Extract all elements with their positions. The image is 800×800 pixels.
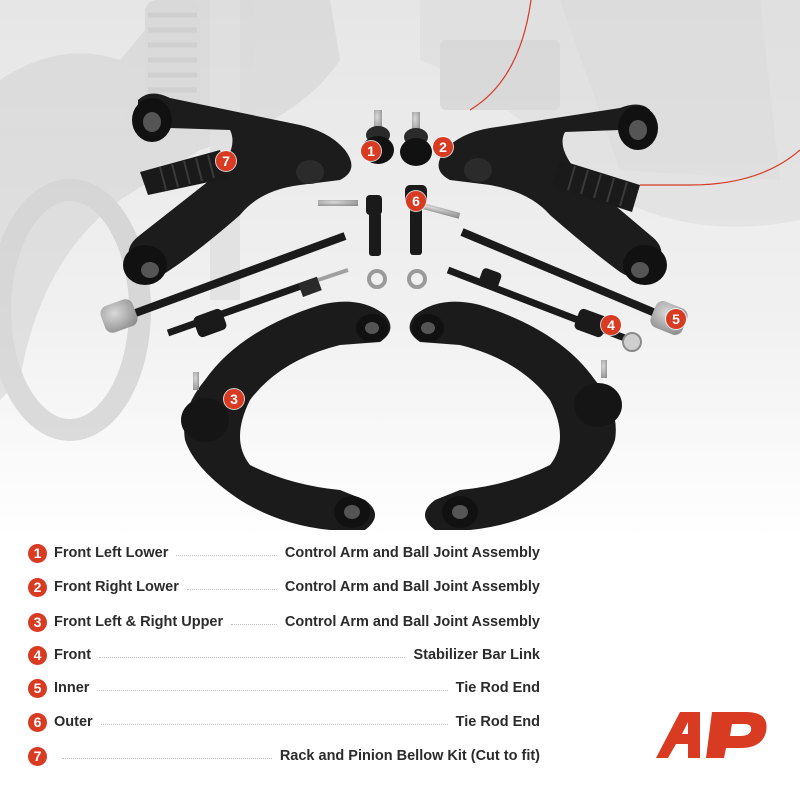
legend-row-5: 5 Inner Tie Rod End <box>28 675 540 701</box>
dotted-leader <box>97 689 448 691</box>
legend-part-name: Control Arm and Ball Joint Assembly <box>284 614 540 630</box>
legend-part-name: Control Arm and Ball Joint Assembly <box>284 579 540 595</box>
washer <box>367 269 387 289</box>
number-badge-icon: 4 <box>28 645 47 665</box>
dotted-leader <box>62 757 272 759</box>
legend-row-7: 7 Rack and Pinion Bellow Kit (Cut to fit… <box>28 743 540 769</box>
legend-position: Front Left Lower <box>54 545 169 561</box>
callout-5: 5 <box>666 309 686 329</box>
outer-tie-rod-end-left <box>318 195 382 256</box>
legend-row-4: 4 Front Stabilizer Bar Link <box>28 642 540 668</box>
legend-row-3: 3 Front Left & Right Upper Control Arm a… <box>28 609 540 635</box>
callout-1: 1 <box>361 141 381 161</box>
dotted-leader <box>186 588 277 590</box>
callout-2: 2 <box>433 137 453 157</box>
legend-position: Inner <box>54 680 90 696</box>
number-badge-icon: 5 <box>28 678 47 698</box>
legend-position: Front Left & Right Upper <box>54 614 224 630</box>
dotted-leader <box>100 723 448 725</box>
washer <box>407 269 427 289</box>
number-badge-icon: 3 <box>28 612 47 632</box>
legend-part-name: Tie Rod End <box>455 680 540 696</box>
legend-row-1: 1 Front Left Lower Control Arm and Ball … <box>28 540 540 566</box>
front-right-lower-control-arm <box>400 104 667 285</box>
number-badge-icon: 7 <box>28 746 47 766</box>
legend-position: Front <box>54 647 92 663</box>
dotted-leader <box>99 656 406 658</box>
number-badge-icon: 2 <box>28 577 47 597</box>
a-premium-logo-icon <box>656 712 767 758</box>
callout-3: 3 <box>224 389 244 409</box>
front-right-upper-control-arm <box>409 301 622 530</box>
parts-photo <box>0 0 800 540</box>
legend-position: Outer <box>54 714 93 730</box>
stabilizer-link-left <box>166 268 349 338</box>
legend-row-6: 6 Outer Tie Rod End <box>28 709 540 735</box>
stabilizer-link-right <box>446 266 642 352</box>
front-left-lower-control-arm <box>123 93 394 285</box>
legend-row-2: 2 Front Right Lower Control Arm and Ball… <box>28 574 540 600</box>
front-left-upper-control-arm <box>181 301 391 530</box>
dotted-leader <box>176 554 277 556</box>
number-badge-icon: 1 <box>28 543 47 563</box>
legend-position: Front Right Lower <box>54 579 179 595</box>
number-badge-icon: 6 <box>28 712 47 732</box>
legend-part-name: Stabilizer Bar Link <box>413 647 540 663</box>
callout-7: 7 <box>216 151 236 171</box>
legend-part-name: Tie Rod End <box>455 714 540 730</box>
accent-line <box>640 149 800 186</box>
rack-pinion-bellow-left <box>140 150 228 195</box>
parts-legend: 1 Front Left Lower Control Arm and Ball … <box>0 540 800 800</box>
dotted-leader <box>231 623 277 625</box>
inner-tie-rod-left <box>100 232 347 333</box>
legend-part-name: Control Arm and Ball Joint Assembly <box>284 545 540 561</box>
callout-6: 6 <box>406 191 426 211</box>
accent-line <box>469 0 532 111</box>
callout-4: 4 <box>601 315 621 335</box>
rack-pinion-bellow-right <box>552 160 640 212</box>
legend-part-name: Rack and Pinion Bellow Kit (Cut to fit) <box>279 748 540 764</box>
